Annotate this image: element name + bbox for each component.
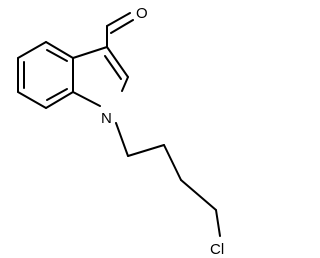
aldehyde-group — [106, 12, 134, 48]
chlorine-label: Cl — [210, 241, 224, 258]
bond — [72, 91, 101, 107]
bond — [45, 41, 74, 59]
bond — [17, 41, 47, 59]
bond — [115, 122, 129, 157]
double-bond-inner — [104, 55, 122, 80]
pyrrole-ring — [72, 46, 129, 107]
oxygen-label: O — [136, 5, 148, 22]
bond — [215, 209, 221, 237]
bond — [163, 144, 182, 181]
bond — [180, 179, 217, 211]
bond — [127, 144, 165, 157]
chlorobutyl-chain — [115, 122, 221, 237]
bond — [45, 91, 74, 109]
chemical-structure: O N Cl — [17, 5, 224, 258]
bond — [72, 46, 108, 59]
double-bond-inner — [46, 49, 68, 62]
bond — [106, 12, 131, 27]
bond — [106, 46, 129, 78]
bond — [17, 91, 47, 109]
nitrogen-label: N — [101, 110, 112, 127]
bond — [121, 76, 129, 92]
double-bond-inner — [46, 88, 68, 101]
double-bond — [110, 19, 134, 34]
benzene-ring — [17, 41, 74, 109]
